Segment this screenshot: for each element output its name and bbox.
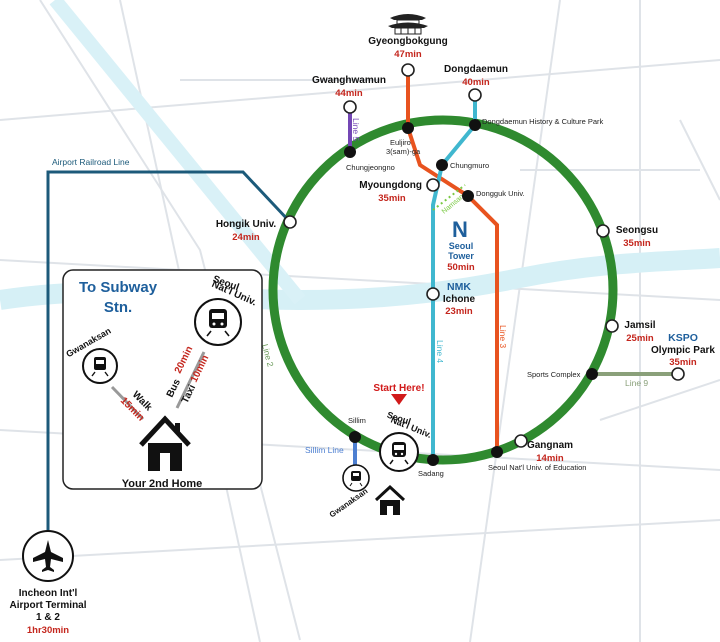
inset-home-label: Your 2nd Home — [122, 478, 202, 490]
transfer-chungjeongno-label: Chungjeongno — [346, 163, 395, 172]
river-branch — [49, 0, 306, 305]
station-gangnam[interactable] — [514, 434, 528, 448]
transfer-sillim-label: Sillim — [348, 416, 366, 425]
nmk-time: 23min — [445, 306, 473, 317]
seongsu-name: Seongsu — [616, 225, 658, 236]
transfer-chungmuro[interactable] — [436, 159, 448, 171]
hongik-time: 24min — [232, 232, 260, 243]
station-myeongdong[interactable] — [426, 178, 440, 192]
nmk-name2: Ichone — [443, 294, 476, 305]
gyeongbokgung-name: Gyeongbokgung — [368, 36, 447, 47]
airport-time: 1hr30min — [27, 625, 69, 636]
station-gwanghwamun[interactable] — [343, 100, 357, 114]
seoul-tower-name2: Tower — [448, 251, 474, 261]
line-9-label: Line 9 — [625, 378, 648, 388]
transfer-ddp-label: Dongdaemun History & Culture Park — [482, 117, 604, 126]
inset-snu-badge — [194, 298, 242, 346]
namsan-label: Namsan — [441, 193, 466, 215]
start-here-label: Start Here! — [373, 383, 424, 394]
station-gyeongbokgung[interactable] — [401, 63, 415, 77]
line-2-loop — [268, 115, 618, 465]
gangnam-name: Gangnam — [527, 440, 573, 451]
seoul-tower-icon: N — [452, 217, 468, 242]
inset-gwanaksan-badge — [82, 348, 118, 384]
kspo-time: 35min — [669, 357, 697, 368]
station-kspo[interactable] — [671, 367, 685, 381]
line-5-label: Line 5 — [351, 118, 361, 141]
transfer-sports-complex-label: Sports Complex — [527, 370, 581, 379]
transfer-sadang-label: Sadang — [418, 469, 444, 478]
myeongdong-time: 35min — [378, 193, 406, 204]
inset-title-line2: Stn. — [104, 299, 132, 316]
airplane-icon — [22, 530, 74, 582]
transfer-dongguk[interactable] — [462, 190, 474, 202]
gyeongbokgung-time: 47min — [394, 49, 422, 60]
station-nmk[interactable] — [426, 287, 440, 301]
line-4-label: Line 4 — [435, 340, 445, 363]
transfer-ddp[interactable] — [469, 119, 481, 131]
hongik-name: Hongik Univ. — [216, 219, 277, 230]
gwanghwamun-name: Gwanghwamun — [312, 75, 386, 86]
kspo-name1: KSPO — [668, 332, 698, 344]
airport-line-label: Airport Railroad Line — [52, 157, 130, 167]
jamsil-name: Jamsil — [624, 320, 655, 331]
bus-taxi-arrow — [175, 351, 206, 409]
transfer-euljiro[interactable] — [402, 122, 414, 134]
euljiro-line2: 3(sam)-ga — [386, 147, 421, 156]
station-hongik[interactable] — [283, 215, 297, 229]
gwanaksan-station-badge[interactable] — [342, 464, 370, 492]
euljiro-line1: Euljiro — [390, 138, 411, 147]
stations — [283, 63, 685, 448]
station-jamsil[interactable] — [605, 319, 619, 333]
gangnam-time: 14min — [536, 453, 564, 464]
to-subway-inset: To Subway Stn. Seoul Nat'l Univ. Gwanaks… — [62, 269, 263, 490]
transfer-chungmuro-label: Chungmuro — [450, 161, 489, 170]
kspo-name2: Olympic Park — [651, 345, 715, 356]
gwanghwamun-time: 44min — [335, 88, 363, 99]
transfer-edu-label: Seoul Nat'l Univ. of Education — [488, 463, 586, 472]
seongsu-time: 35min — [623, 238, 651, 249]
dongdaemun-time: 40min — [462, 77, 490, 88]
start-here-arrow — [391, 394, 407, 405]
airport-name3: 1 & 2 — [36, 612, 60, 623]
dongdaemun-name: Dongdaemun — [444, 64, 508, 75]
walk-arrow — [110, 385, 145, 421]
inset-title-line1: To Subway — [79, 279, 158, 296]
line-3-label: Line 3 — [498, 325, 508, 348]
transfer-sadang[interactable] — [427, 454, 439, 466]
airport-railroad-line — [46, 170, 292, 535]
station-seongsu[interactable] — [596, 224, 610, 238]
myeongdong-name: Myoungdong — [359, 180, 422, 191]
jamsil-time: 25min — [626, 333, 654, 344]
seoul-tower-name1: Seoul — [449, 241, 474, 251]
transfer-sillim[interactable] — [349, 431, 361, 443]
home-icon — [374, 484, 406, 515]
snu-station-badge[interactable] — [379, 432, 419, 472]
nmk-name1: NMK — [447, 281, 471, 293]
transfer-chungjeongno[interactable] — [344, 146, 356, 158]
station-dongdaemun[interactable] — [468, 88, 482, 102]
line-3 — [406, 70, 499, 450]
transfer-sports-complex[interactable] — [586, 368, 598, 380]
inset-home-icon — [139, 415, 191, 471]
airport-name1: Incheon Int'l — [19, 588, 78, 599]
sillim-line-label: Sillim Line — [305, 445, 344, 455]
transfer-edu[interactable] — [491, 446, 503, 458]
palace-icon — [388, 14, 428, 35]
transfer-stations — [344, 119, 598, 466]
airport-name2: Airport Terminal — [9, 600, 86, 611]
gwanaksan-name-map: Gwanaksan — [328, 486, 370, 519]
namsan-trail — [432, 184, 466, 211]
transfer-dongguk-label: Dongguk Univ. — [476, 189, 525, 198]
seoul-tower-time: 50min — [447, 262, 475, 273]
